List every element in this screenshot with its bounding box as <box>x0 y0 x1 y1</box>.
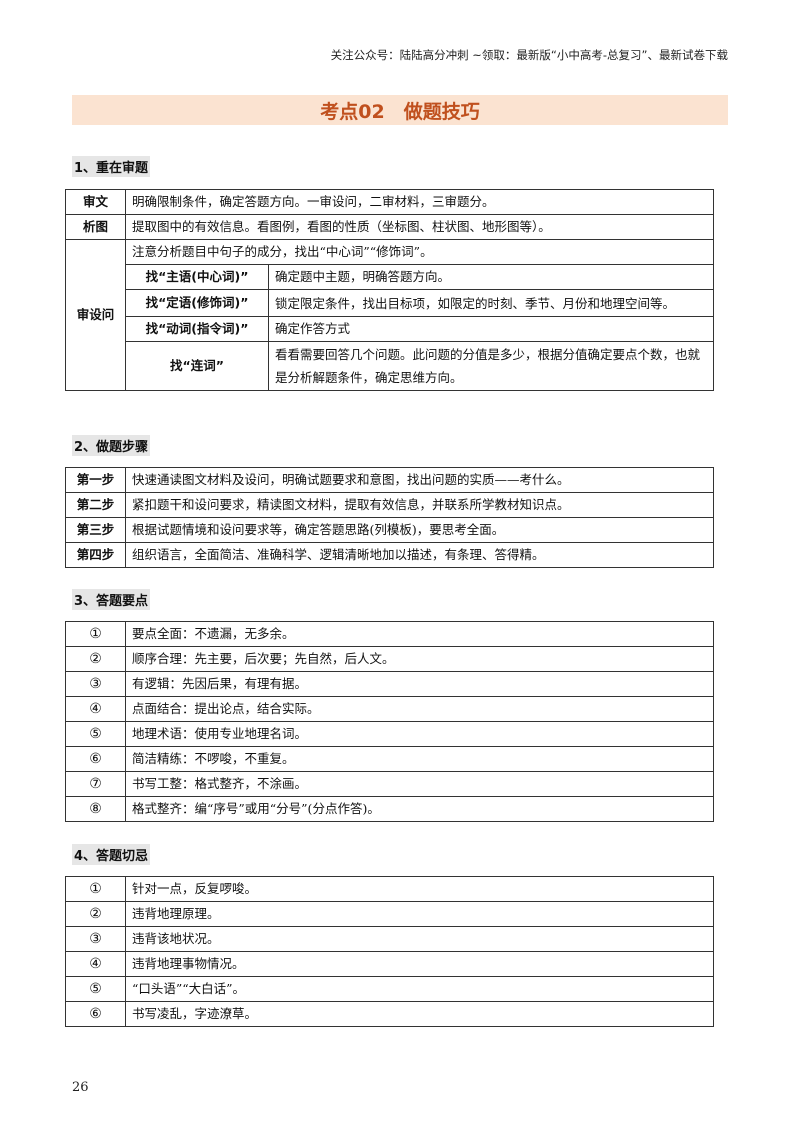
row-label: 审设问 <box>65 239 126 391</box>
step-text: 根据试题情境和设问要求等，确定答题思路(列模板)，要思考全面。 <box>125 517 714 543</box>
table-row: ③ 有逻辑：先因后果，有理有据。 <box>65 671 714 697</box>
item-text: 要点全面：不遗漏，无多余。 <box>125 621 714 647</box>
item-number: ④ <box>65 951 126 977</box>
table-row: ④ 违背地理事物情况。 <box>65 951 714 977</box>
section-title-steps: 2、做题步骤 <box>72 435 151 456</box>
row-text: 注意分析题目中句子的成分，找出“中心词”“修饰词”。 <box>125 239 714 265</box>
table-row: ② 违背地理原理。 <box>65 901 714 927</box>
table-row: ⑥ 书写凌乱，字迹潦草。 <box>65 1001 714 1027</box>
item-text: 违背地理原理。 <box>125 901 714 927</box>
review-table: 审文 明确限制条件，确定答题方向。一审设问，二审材料，三审题分。 析图 提取图中… <box>65 189 714 391</box>
key-points-table: ① 要点全面：不遗漏，无多余。 ② 顺序合理：先主要，后次要；先自然，后人文。 … <box>65 621 714 822</box>
item-text: 针对一点，反复啰唆。 <box>125 876 714 902</box>
item-number: ⑦ <box>65 771 126 797</box>
table-row: ① 要点全面：不遗漏，无多余。 <box>65 621 714 647</box>
item-text: 违背该地状况。 <box>125 926 714 952</box>
item-number: ② <box>65 646 126 672</box>
table-row: 找“主语(中心词)” 确定题中主题，明确答题方向。 <box>66 264 714 290</box>
row-label: 析图 <box>65 214 126 240</box>
sub-label: 找“动词(指令词)” <box>125 316 269 342</box>
row-text: 明确限制条件，确定答题方向。一审设问，二审材料，三审题分。 <box>125 189 714 215</box>
sub-label: 找“定语(修饰词)” <box>125 289 269 317</box>
table-row: 第三步 根据试题情境和设问要求等，确定答题思路(列模板)，要思考全面。 <box>65 517 714 543</box>
section-title-taboos: 4、答题切忌 <box>72 844 151 865</box>
table-row: 找“定语(修饰词)” 锁定限定条件，找出目标项，如限定的时刻、季节、月份和地理空… <box>66 289 714 317</box>
item-number: ⑥ <box>65 1001 126 1027</box>
table-row: 审设问 注意分析题目中句子的成分，找出“中心词”“修饰词”。 <box>65 239 714 391</box>
page-number: 26 <box>72 1080 89 1095</box>
item-text: 点面结合：提出论点，结合实际。 <box>125 696 714 722</box>
table-row: 找“连词” 看看需要回答几个问题。此问题的分值是多少，根据分值确定要点个数，也就… <box>66 341 714 391</box>
table-row: 审文 明确限制条件，确定答题方向。一审设问，二审材料，三审题分。 <box>65 189 714 215</box>
item-text: 违背地理事物情况。 <box>125 951 714 977</box>
step-label: 第四步 <box>65 542 126 568</box>
sub-text: 确定题中主题，明确答题方向。 <box>268 264 714 290</box>
table-row: 第一步 快速通读图文材料及设问，明确试题要求和意图，找出问题的实质——考什么。 <box>65 467 714 493</box>
table-row: ③ 违背该地状况。 <box>65 926 714 952</box>
item-number: ③ <box>65 926 126 952</box>
sub-text: 看看需要回答几个问题。此问题的分值是多少，根据分值确定要点个数，也就是分析解题条… <box>268 341 714 391</box>
item-number: ⑧ <box>65 796 126 822</box>
row-text: 提取图中的有效信息。看图例，看图的性质（坐标图、柱状图、地形图等）。 <box>125 214 714 240</box>
step-text: 快速通读图文材料及设问，明确试题要求和意图，找出问题的实质——考什么。 <box>125 467 714 493</box>
table-row: 找“动词(指令词)” 确定作答方式 <box>66 316 714 342</box>
table-row: 第四步 组织语言，全面简洁、准确科学、逻辑清晰地加以描述，有条理、答得精。 <box>65 542 714 568</box>
item-text: 格式整齐：编“序号”或用“分号”(分点作答)。 <box>125 796 714 822</box>
item-number: ③ <box>65 671 126 697</box>
step-text: 组织语言，全面简洁、准确科学、逻辑清晰地加以描述，有条理、答得精。 <box>125 542 714 568</box>
item-text: 顺序合理：先主要，后次要；先自然，后人文。 <box>125 646 714 672</box>
table-row: ⑦ 书写工整：格式整齐，不涂画。 <box>65 771 714 797</box>
section-title-review: 1、重在审题 <box>72 156 151 177</box>
item-number: ④ <box>65 696 126 722</box>
item-number: ① <box>65 621 126 647</box>
table-row: ⑤ “口头语”“大白话”。 <box>65 976 714 1002</box>
sub-text: 确定作答方式 <box>268 316 714 342</box>
table-row: ⑤ 地理术语：使用专业地理名词。 <box>65 721 714 747</box>
item-text: “口头语”“大白话”。 <box>125 976 714 1002</box>
sub-label: 找“主语(中心词)” <box>125 264 269 290</box>
table-row: 第二步 紧扣题干和设问要求，精读图文材料，提取有效信息，并联系所学教材知识点。 <box>65 492 714 518</box>
step-label: 第一步 <box>65 467 126 493</box>
table-row: ⑧ 格式整齐：编“序号”或用“分号”(分点作答)。 <box>65 796 714 822</box>
item-number: ② <box>65 901 126 927</box>
table-row: ④ 点面结合：提出论点，结合实际。 <box>65 696 714 722</box>
steps-table: 第一步 快速通读图文材料及设问，明确试题要求和意图，找出问题的实质——考什么。 … <box>65 467 714 568</box>
item-text: 书写凌乱，字迹潦草。 <box>125 1001 714 1027</box>
item-number: ⑥ <box>65 746 126 772</box>
step-label: 第三步 <box>65 517 126 543</box>
item-text: 有逻辑：先因后果，有理有据。 <box>125 671 714 697</box>
section-title-key-points: 3、答题要点 <box>72 589 151 610</box>
step-label: 第二步 <box>65 492 126 518</box>
header-note: 关注公众号：陆陆高分冲刺 ~领取：最新版“小中高考-总复习”、最新试卷下载 <box>330 48 728 62</box>
table-row: 析图 提取图中的有效信息。看图例，看图的性质（坐标图、柱状图、地形图等）。 <box>65 214 714 240</box>
row-label: 审文 <box>65 189 126 215</box>
page-title: 考点02 做题技巧 <box>72 95 728 125</box>
item-number: ⑤ <box>65 976 126 1002</box>
step-text: 紧扣题干和设问要求，精读图文材料，提取有效信息，并联系所学教材知识点。 <box>125 492 714 518</box>
table-row: ⑥ 简洁精练：不啰唆，不重复。 <box>65 746 714 772</box>
item-number: ⑤ <box>65 721 126 747</box>
sub-label: 找“连词” <box>125 341 269 391</box>
item-text: 地理术语：使用专业地理名词。 <box>125 721 714 747</box>
table-row: ② 顺序合理：先主要，后次要；先自然，后人文。 <box>65 646 714 672</box>
taboos-table: ① 针对一点，反复啰唆。 ② 违背地理原理。 ③ 违背该地状况。 ④ 违背地理事… <box>65 876 714 1027</box>
item-text: 简洁精练：不啰唆，不重复。 <box>125 746 714 772</box>
item-text: 书写工整：格式整齐，不涂画。 <box>125 771 714 797</box>
table-row: ① 针对一点，反复啰唆。 <box>65 876 714 902</box>
sub-text: 锁定限定条件，找出目标项，如限定的时刻、季节、月份和地理空间等。 <box>268 289 714 317</box>
item-number: ① <box>65 876 126 902</box>
